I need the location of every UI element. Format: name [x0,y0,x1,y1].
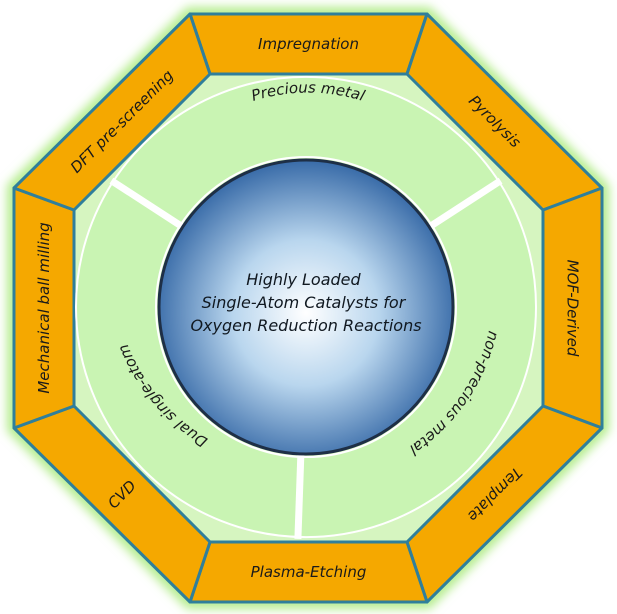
method-label-mechanical-ball-milling: Mechanical ball milling [35,222,53,393]
method-segments [12,12,604,604]
category-separator-2 [428,177,503,230]
center-title-line-3: Oxygen Reduction Reactions [190,316,421,335]
method-label-mof-derived: MOF-Derived [564,260,582,357]
center-title-line-1: Highly Loaded [246,270,361,289]
center-sphere [157,158,455,456]
category-ring [74,76,538,539]
category-ring-band [74,76,538,538]
category-separator-3 [294,454,305,539]
center-title-line-2: Single-Atom Catalysts for [202,293,407,312]
method-segment-dft-pre-screening [12,12,212,212]
method-label-plasma-etching: Plasma-Etching [251,563,367,581]
center-title: Highly Loaded Single-Atom Catalysts for … [190,270,421,335]
category-separator-1 [109,177,184,230]
method-label-impregnation: Impregnation [258,35,359,53]
